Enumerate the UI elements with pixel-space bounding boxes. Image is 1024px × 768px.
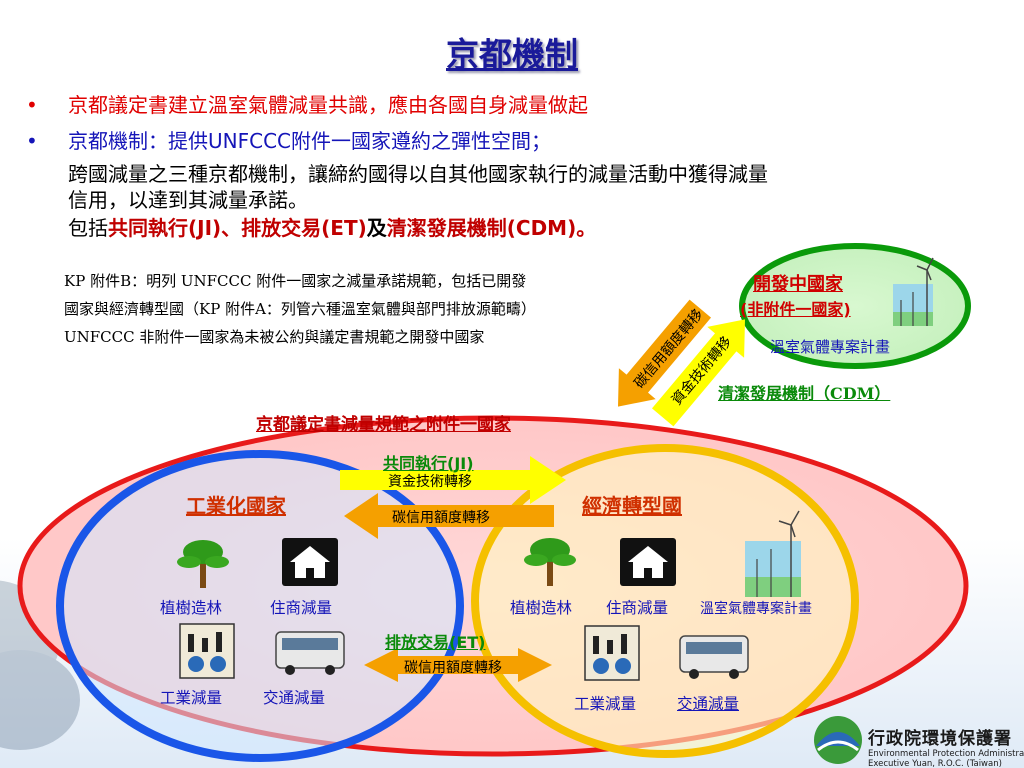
tree-icon bbox=[177, 540, 229, 588]
industrialized-title: 工業化國家 bbox=[186, 494, 286, 518]
ji-arrow-left bbox=[344, 493, 554, 539]
cdm-label: 清潔發展機制（CDM） bbox=[718, 384, 891, 403]
developing-project-label: 溫室氣體專案計畫 bbox=[770, 338, 891, 356]
cdm-arrow-up bbox=[651, 319, 745, 427]
industrialized-afforestation-label: 植樹造林 bbox=[160, 599, 223, 617]
kp-note-1: KP 附件B：明列 UNFCCC 附件一國家之減量承諾規範，包括已開發 bbox=[64, 272, 527, 290]
logo-en-line-2: Executive Yuan, R.O.C. (Taiwan) bbox=[868, 759, 1002, 768]
epa-logo-icon bbox=[814, 716, 862, 764]
developing-country-subtitle: (非附件一國家) bbox=[740, 300, 851, 319]
mechanism-ji: 共同執行(JI) bbox=[108, 216, 222, 240]
cdm-arrow-down bbox=[618, 299, 712, 407]
bus-icon bbox=[679, 635, 749, 679]
kp-note-2: 國家與經濟轉型國（KP 附件A：列管六種溫室氣體與部門排放源範疇） bbox=[64, 300, 536, 318]
bullet-dot: • bbox=[26, 93, 38, 117]
ji-arrow-right bbox=[340, 456, 566, 504]
ji-arrow-left-label: 碳信用額度轉移 bbox=[392, 510, 490, 526]
mechanism-end: 。 bbox=[576, 216, 597, 240]
logo-en-line-1: Environmental Protection Administration bbox=[868, 749, 1024, 759]
bullet-dot: • bbox=[26, 129, 38, 153]
mechanism-sep: 、 bbox=[221, 216, 242, 240]
industrialized-transport-label: 交通減量 bbox=[263, 689, 326, 707]
logo-name: 行政院環境保護署 bbox=[868, 729, 1012, 749]
wind-turbine-icon bbox=[893, 257, 934, 326]
mechanisms-line: 包括共同執行(JI)、排放交易(ET)及清潔發展機制(CDM)。 bbox=[68, 215, 596, 241]
sub-line-2: 信用，以達到其減量承諾。 bbox=[68, 188, 308, 212]
mechanism-et: 排放交易(ET) bbox=[241, 216, 367, 240]
bus-icon bbox=[275, 631, 345, 675]
ji-label: 共同執行(JI) bbox=[383, 454, 474, 473]
factory-icon bbox=[584, 625, 640, 681]
epa-logo: 行政院環境保護署 Environmental Protection Admini… bbox=[868, 724, 1024, 768]
et-arrow-label: 碳信用額度轉移 bbox=[404, 660, 502, 676]
industrialized-circle bbox=[56, 450, 464, 762]
mechanism-sep: 及 bbox=[366, 216, 387, 240]
et-label: 排放交易(ET) bbox=[385, 633, 486, 652]
kp-note-3: UNFCCC 非附件一國家為未被公約與議定書規範之開發中國家 bbox=[64, 328, 485, 346]
annex-one-title: 京都議定書減量規範之附件一國家 bbox=[256, 415, 511, 435]
bullet-text: 京都機制：提供UNFCCC附件一國家遵約之彈性空間； bbox=[68, 129, 551, 153]
page-title: 京都機制 bbox=[446, 35, 578, 74]
transition-project-label: 溫室氣體專案計畫 bbox=[700, 601, 812, 617]
factory-icon bbox=[179, 623, 235, 679]
industrialized-industrial-label: 工業減量 bbox=[160, 689, 223, 707]
wind-turbine-icon bbox=[745, 510, 801, 597]
transition-circle bbox=[471, 444, 859, 758]
transition-title: 經濟轉型國 bbox=[582, 494, 682, 518]
transition-transport-label: 交通減量 bbox=[677, 695, 740, 713]
tree-icon bbox=[524, 538, 576, 586]
et-arrow-both bbox=[364, 648, 552, 682]
house-icon bbox=[282, 538, 338, 586]
sub-line-1: 跨國減量之三種京都機制，讓締約國得以自其他國家執行的減量活動中獲得減量 bbox=[68, 162, 768, 186]
developing-country-title: 開發中國家 bbox=[753, 274, 843, 295]
bullet-text: 京都議定書建立溫室氣體減量共識，應由各國自身減量做起 bbox=[68, 93, 588, 117]
house-icon bbox=[620, 538, 676, 586]
mechanism-cdm: 清潔發展機制(CDM) bbox=[386, 216, 577, 240]
transition-industrial-label: 工業減量 bbox=[574, 695, 637, 713]
developing-country-ellipse bbox=[739, 243, 971, 369]
industrialized-residential-label: 住商減量 bbox=[270, 599, 333, 617]
ji-arrow-right-label: 資金技術轉移 bbox=[388, 474, 472, 490]
transition-residential-label: 住商減量 bbox=[606, 599, 669, 617]
mechanisms-prefix: 包括 bbox=[68, 216, 108, 240]
transition-afforestation-label: 植樹造林 bbox=[510, 599, 573, 617]
